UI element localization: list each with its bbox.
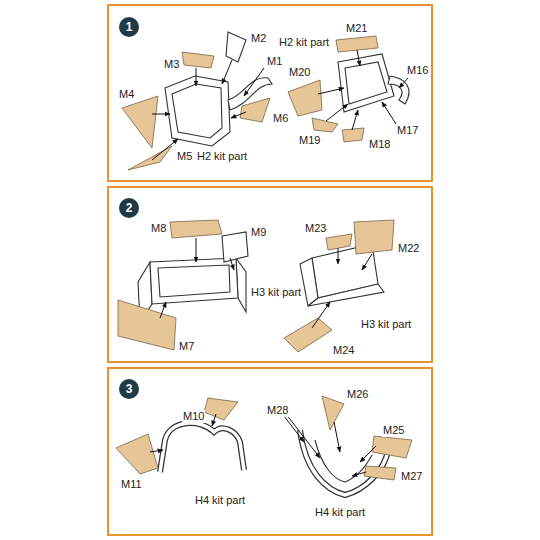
part-number: M5 bbox=[176, 150, 193, 163]
part-number: M9 bbox=[250, 226, 267, 239]
part-number: M28 bbox=[266, 404, 289, 417]
step-number: 1 bbox=[119, 17, 139, 37]
kit-part-label: H4 kit part bbox=[314, 506, 366, 519]
kit-part-label: H2 kit part bbox=[196, 150, 248, 163]
mask-pieces bbox=[122, 32, 270, 170]
part-number: M23 bbox=[304, 222, 327, 235]
mask-pieces bbox=[322, 396, 412, 480]
part-number: M4 bbox=[118, 88, 135, 101]
step-number-text: 2 bbox=[126, 202, 133, 214]
part-number: M27 bbox=[400, 470, 423, 483]
part-number: M20 bbox=[288, 66, 311, 79]
leader-arrows bbox=[152, 60, 264, 160]
kit-part-label: H3 kit part bbox=[360, 318, 412, 331]
leader-arrows bbox=[160, 238, 234, 318]
kit-part-label: H2 kit part bbox=[278, 36, 330, 49]
step-number-text: 3 bbox=[126, 383, 133, 395]
part-number: M6 bbox=[272, 112, 289, 125]
leader-arrows bbox=[312, 248, 372, 328]
part-number: M21 bbox=[345, 22, 368, 35]
step-number-text: 1 bbox=[126, 21, 133, 33]
h2-part-left bbox=[165, 76, 272, 146]
part-number: M3 bbox=[163, 58, 180, 71]
kit-part-label: H3 kit part bbox=[250, 286, 302, 299]
mask-pieces bbox=[118, 220, 248, 350]
h3-part-right bbox=[300, 244, 384, 306]
part-number: M19 bbox=[298, 134, 321, 147]
step-number: 3 bbox=[119, 379, 139, 399]
part-number: M18 bbox=[368, 138, 391, 151]
panel-frames bbox=[108, 5, 432, 535]
kit-part-label: H4 kit part bbox=[194, 494, 246, 507]
step-number: 2 bbox=[119, 198, 139, 218]
leader-arrows bbox=[284, 414, 376, 476]
part-number: M11 bbox=[120, 478, 143, 491]
part-number: M16 bbox=[406, 64, 429, 77]
part-number: M1 bbox=[266, 55, 283, 68]
part-number: M10 bbox=[182, 410, 205, 423]
leader-arrows bbox=[318, 50, 408, 130]
part-number: M7 bbox=[178, 340, 195, 353]
part-number: M24 bbox=[332, 344, 355, 357]
part-number: M17 bbox=[396, 124, 419, 137]
part-number: M22 bbox=[397, 242, 420, 255]
part-number: M25 bbox=[382, 424, 405, 437]
part-number: M26 bbox=[346, 388, 369, 401]
h4-part-left bbox=[160, 423, 244, 472]
mask-pieces bbox=[116, 398, 238, 474]
part-number: M2 bbox=[250, 32, 267, 45]
h2-part-right bbox=[338, 54, 409, 112]
mask-pieces bbox=[288, 36, 378, 142]
part-number: M8 bbox=[150, 222, 167, 235]
